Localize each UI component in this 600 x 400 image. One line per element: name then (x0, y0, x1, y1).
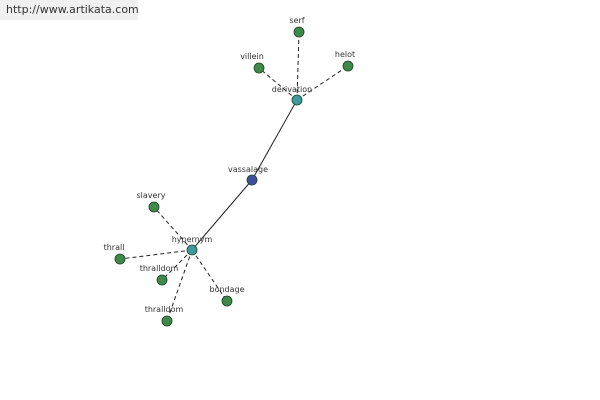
node-villein[interactable]: villein (240, 52, 265, 74)
node-dot-helot[interactable] (342, 60, 354, 72)
edge-hypernym-bondage (191, 249, 228, 302)
node-helot[interactable]: helot (335, 50, 355, 72)
node-dot-vassalage[interactable] (246, 174, 258, 186)
node-slavery[interactable]: slavery (137, 191, 166, 213)
node-label-thrall[interactable]: thrall (104, 243, 125, 252)
node-dot-hypernym[interactable] (186, 244, 198, 256)
node-dot-derivation[interactable] (291, 94, 303, 106)
node-label-helot[interactable]: helot (335, 50, 355, 59)
edge-vassalage-derivation (251, 99, 298, 181)
source-url[interactable]: http://www.artikata.com (0, 0, 139, 20)
edge-hypernym-thralldom2 (166, 249, 193, 322)
node-label-vassalage[interactable]: vassalage (228, 165, 268, 174)
node-dot-thrall[interactable] (114, 253, 126, 265)
node-label-serf[interactable]: serf (289, 16, 304, 25)
node-bondage[interactable]: bondage (209, 285, 245, 307)
node-label-bondage[interactable]: bondage (209, 285, 244, 294)
node-dot-thralldom2[interactable] (161, 315, 173, 327)
node-label-hypernym[interactable]: hypernym (172, 235, 213, 244)
node-vassalage[interactable]: vassalage (228, 165, 268, 186)
node-label-thralldom1[interactable]: thralldom (140, 264, 179, 273)
edges-layer (119, 31, 349, 322)
node-label-villein[interactable]: villein (240, 52, 264, 61)
node-dot-serf[interactable] (293, 26, 305, 38)
node-thrall[interactable]: thrall (104, 243, 126, 265)
edge-derivation-serf (296, 31, 300, 101)
node-dot-bondage[interactable] (221, 295, 233, 307)
node-label-derivation[interactable]: derivation (272, 85, 312, 94)
edge-hypernym-slavery (153, 206, 193, 251)
edge-hypernym-thrall (119, 249, 193, 260)
node-label-thralldom2[interactable]: thralldom (145, 305, 184, 314)
node-derivation[interactable]: derivation (272, 85, 312, 106)
edge-vassalage-hypernym (191, 179, 253, 251)
nodes-layer: vassalage derivation hypernym serf villein he… (104, 16, 355, 327)
node-dot-slavery[interactable] (148, 201, 160, 213)
node-thralldom2[interactable]: thralldom (145, 305, 184, 327)
node-dot-villein[interactable] (253, 62, 265, 74)
node-thralldom1[interactable]: thralldom (140, 264, 179, 286)
node-dot-thralldom1[interactable] (156, 274, 168, 286)
edge-hypernym-thralldom1 (161, 249, 193, 281)
node-label-slavery[interactable]: slavery (137, 191, 166, 200)
node-serf[interactable]: serf (289, 16, 305, 38)
node-hypernym[interactable]: hypernym (172, 235, 213, 256)
edge-derivation-villein (258, 67, 298, 101)
edge-derivation-helot (296, 65, 349, 101)
